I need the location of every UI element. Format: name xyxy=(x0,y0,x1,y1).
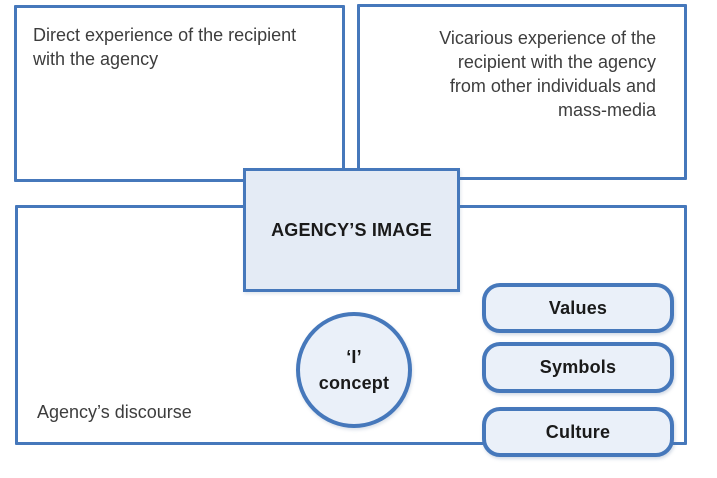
direct-experience-label: Direct experience of the recipient with … xyxy=(33,25,297,69)
pill-symbols-label: Symbols xyxy=(539,357,617,377)
agency-discourse-label: Agency’s discourse xyxy=(37,402,192,422)
i-concept-line2: concept xyxy=(318,373,390,393)
box-direct-experience: Direct experience of the recipient with … xyxy=(14,5,345,182)
vicarious-experience-label: Vicarious experience of the recipient wi… xyxy=(439,28,656,120)
box-vicarious-experience: Vicarious experience of the recipient wi… xyxy=(357,4,687,180)
pill-culture: Culture xyxy=(482,407,674,457)
pill-values-label: Values xyxy=(548,297,608,318)
i-concept-line1: ‘I’ xyxy=(346,347,362,367)
agency-image-label: AGENCY’S IMAGE xyxy=(271,219,432,240)
circle-i-concept: ‘I’ concept xyxy=(296,312,412,428)
pill-values: Values xyxy=(482,283,674,333)
pill-symbols: Symbols xyxy=(482,342,674,393)
pill-culture-label: Culture xyxy=(545,421,611,442)
box-agency-image: AGENCY’S IMAGE xyxy=(243,168,460,292)
